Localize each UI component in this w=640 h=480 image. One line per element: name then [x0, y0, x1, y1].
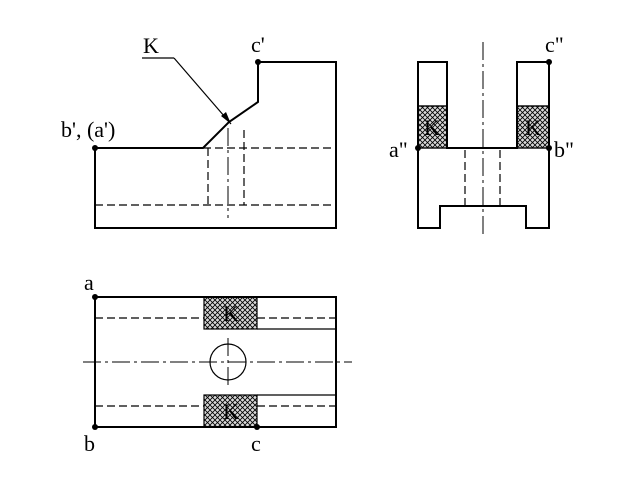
label-side-k-right: K — [525, 115, 541, 140]
point-c-prime — [255, 59, 261, 65]
point-b-double-prime — [546, 145, 552, 151]
top-hatch-upper — [203, 296, 258, 330]
top-view: K K a b c — [83, 270, 352, 456]
label-a-double-prime: a" — [389, 137, 408, 162]
front-view-outline — [94, 61, 337, 229]
point-c-double-prime — [546, 59, 552, 65]
label-b-prime-a-prime: b', (a') — [61, 117, 115, 142]
label-c-double-prime: c" — [545, 32, 564, 57]
label-b: b — [84, 431, 95, 456]
leader-k-arrowhead — [221, 112, 231, 124]
point-a — [92, 294, 98, 300]
top-hatch-lower — [203, 394, 258, 428]
label-top-k-lower: K — [223, 399, 239, 424]
label-top-k-upper: K — [223, 301, 239, 326]
point-b-prime — [92, 145, 98, 151]
label-b-double-prime: b" — [554, 137, 574, 162]
point-a-double-prime — [415, 145, 421, 151]
point-c — [254, 424, 260, 430]
leader-k-line — [173, 57, 232, 125]
side-view: K K c" a" b" — [389, 32, 574, 238]
label-c: c — [251, 431, 261, 456]
label-side-k-left: K — [424, 115, 440, 140]
front-view: K c' b', (a') — [61, 32, 337, 229]
label-a: a — [84, 270, 94, 295]
label-c-prime: c' — [251, 32, 265, 57]
label-k-leader: K — [143, 33, 159, 58]
point-b — [92, 424, 98, 430]
